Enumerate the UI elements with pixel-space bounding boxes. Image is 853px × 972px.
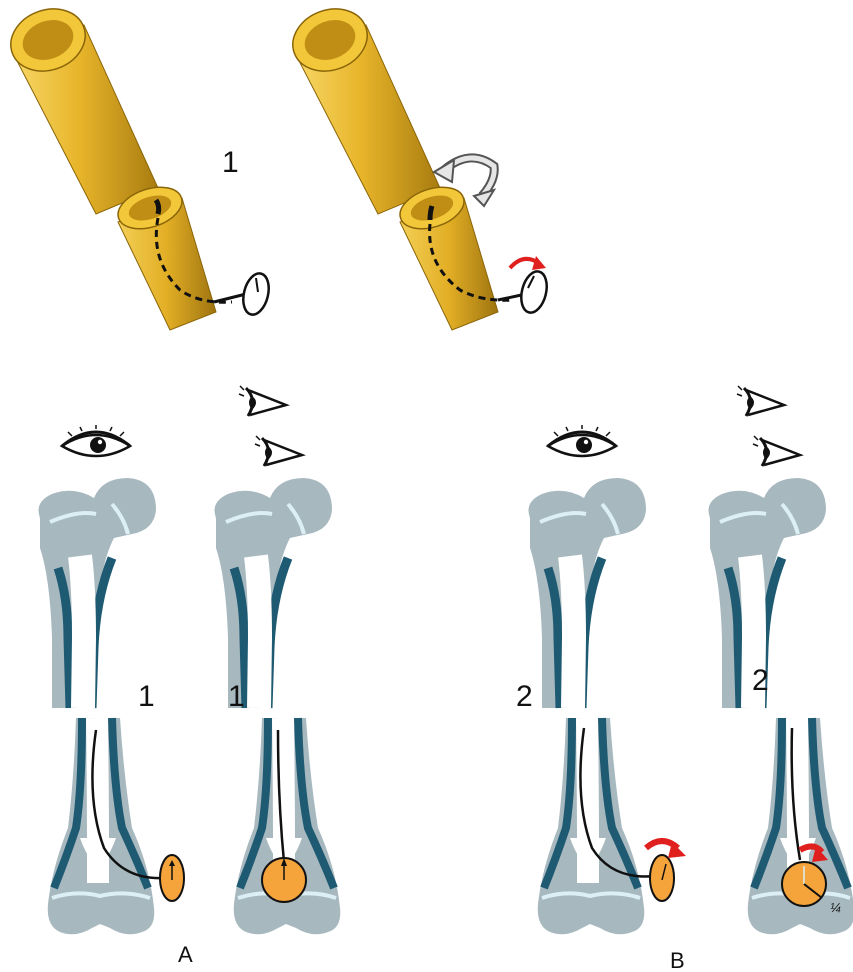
panel-b-femur-left [529, 478, 687, 934]
panel-letter-b: B [670, 948, 685, 972]
panel-letter-a: A [178, 942, 193, 967]
panel-b-femur-right [709, 478, 853, 934]
eye-icon [239, 386, 286, 416]
step-label-b-right: 2 [752, 664, 769, 697]
eye-icon [62, 425, 130, 456]
marker-disc-icon [782, 862, 826, 906]
eye-icon [548, 425, 616, 456]
marker-disc-icon [239, 271, 272, 318]
tube-model-after [284, 0, 551, 330]
step-label-top: 1 [222, 146, 239, 179]
eye-icon [737, 386, 784, 416]
eye-icon [753, 436, 800, 466]
step-label-a-right: 1 [228, 680, 245, 713]
marker-disc-icon [517, 269, 550, 316]
step-label-b-left: 2 [516, 680, 533, 713]
angle-mark-label: ¼ [830, 900, 841, 915]
eye-icon [255, 436, 302, 466]
marker-disc-icon [650, 855, 674, 901]
marker-disc-icon [262, 858, 306, 902]
marker-disc-icon [160, 855, 184, 901]
rotation-arrow-icon [510, 256, 546, 270]
step-label-a-left: 1 [138, 680, 155, 713]
panel-a-femur-left [39, 478, 185, 934]
